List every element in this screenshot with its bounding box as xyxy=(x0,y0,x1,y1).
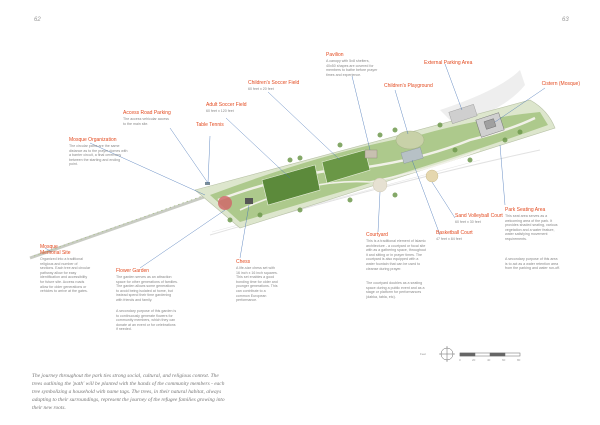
north-arrow xyxy=(439,346,455,362)
flower-garden xyxy=(218,196,232,210)
sand-volleyball-court xyxy=(425,169,439,183)
label-sand-volleyball: Sand Volleyball Court xyxy=(455,213,503,219)
label-courtyard: Courtyard xyxy=(366,232,388,238)
childrens-soccer-field xyxy=(321,149,371,184)
adult-soccer-field xyxy=(261,164,321,206)
label-basketball: Basketball Court xyxy=(436,230,473,236)
leader-mosque-memorial xyxy=(44,247,53,253)
scale-tick-60: 60 xyxy=(502,358,506,362)
label-adult-soccer-size: 60 feet x 120 feet xyxy=(206,109,234,113)
entry-path xyxy=(29,193,211,260)
label-park-seating: Park Seating Area xyxy=(505,207,546,213)
scale-tick-20: 20 xyxy=(472,358,476,362)
leader-cistern xyxy=(494,87,546,123)
tree-canopy xyxy=(227,122,523,223)
label-cistern: Cistern (Mosque) xyxy=(541,81,580,87)
playground xyxy=(395,130,425,150)
scale-tick-0: 0 xyxy=(459,358,461,362)
leader-lines xyxy=(44,63,546,269)
label-basketball-size: 47 feet x 84 feet xyxy=(436,237,462,241)
leader-chess xyxy=(239,204,250,259)
leader-mosque-org xyxy=(89,142,206,196)
leader-park-seating xyxy=(499,144,506,206)
leader-flower-garden xyxy=(139,209,226,269)
note-access-parking: The access vehicular access to the main … xyxy=(123,117,169,126)
leader-courtyard xyxy=(377,191,381,233)
note-mosque-memorial: Organized into a traditional religious a… xyxy=(40,257,91,294)
page-number-right: 63 xyxy=(562,17,569,23)
leader-childrens-playground xyxy=(394,89,409,135)
label-external-parking: External Parking Area xyxy=(424,60,473,66)
entry-path-trees xyxy=(33,193,209,257)
label-access-parking: Access Road Parking xyxy=(123,110,171,116)
leader-childrens-soccer xyxy=(267,91,341,161)
parking-lot xyxy=(448,104,478,124)
label-flower-garden: Flower Garden xyxy=(116,268,150,274)
journey-caption: The journey throughout the park ties str… xyxy=(32,373,225,411)
label-pavilion: Pavilion xyxy=(326,52,344,58)
scale-unit: Feet xyxy=(420,352,427,356)
scale-tick-80: 80 xyxy=(517,358,521,362)
note-courtyard-2: The courtyard doubles as a seating space… xyxy=(366,281,425,299)
note-flower-garden: The garden serves as an attraction space… xyxy=(116,275,178,302)
leader-pavilion xyxy=(351,75,371,151)
label-table-tennis: Table Tennis xyxy=(196,122,224,128)
label-childrens-soccer: Children's Soccer Field xyxy=(248,80,300,86)
leader-basketball xyxy=(411,159,441,236)
table-tennis-table xyxy=(205,182,210,185)
leader-access-parking xyxy=(169,127,209,184)
label-mosque-memorial: Mosque Memorial Site xyxy=(40,244,71,256)
note-pavilion: A canopy with 5x8 shelters, 40x50 shapes… xyxy=(326,59,378,77)
mosque-dome xyxy=(483,118,497,130)
label-mosque-org: Mosque Organization xyxy=(69,137,117,143)
pavilion-roof xyxy=(364,149,378,159)
note-flower-garden-2: A secondary purpose of this garden is to… xyxy=(116,309,177,332)
leader-table-tennis xyxy=(207,135,211,184)
scale-bar xyxy=(459,352,521,357)
label-sand-volleyball-size: 60 feet x 30 feet xyxy=(455,220,481,224)
label-childrens-playground: Children's Playground xyxy=(384,83,433,89)
scale-tick-40: 40 xyxy=(487,358,491,362)
courtyard-plaza xyxy=(372,177,388,193)
basketball-court xyxy=(400,147,424,164)
note-courtyard: This is a traditional element of Islamic… xyxy=(366,239,426,271)
leader-sand-volleyball xyxy=(431,181,456,219)
note-park-seating: This seat area serves as a welcoming are… xyxy=(505,214,558,241)
label-adult-soccer: Adult Soccer Field xyxy=(206,102,247,108)
leader-adult-soccer xyxy=(225,117,291,179)
note-park-seating-2: A secondary purpose of this area is to a… xyxy=(505,257,561,271)
page-number-left: 62 xyxy=(34,17,41,23)
label-chess: Chess xyxy=(236,259,251,265)
note-chess: A life-size chess set with 16 inch x 16 … xyxy=(236,266,278,303)
label-childrens-soccer-size: 60 feet x 20 feet xyxy=(248,87,274,91)
leader-external-parking xyxy=(444,63,463,111)
chess-board xyxy=(245,198,253,204)
note-mosque-org: The circular paths are the same distance… xyxy=(69,144,128,167)
